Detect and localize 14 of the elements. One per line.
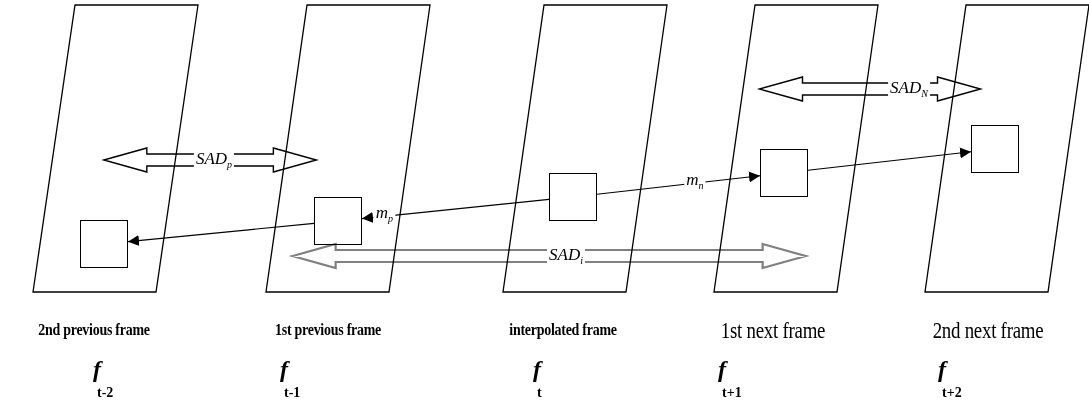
pixel-block xyxy=(760,149,808,197)
frame-caption: 1st previous frame xyxy=(275,320,381,340)
pixel-block xyxy=(314,197,362,245)
frame-caption: interpolated frame xyxy=(509,320,617,340)
pixel-block xyxy=(80,220,128,268)
frame-caption: 2nd next frame xyxy=(932,318,1044,344)
frame-caption: 2nd previous frame xyxy=(38,320,150,340)
hollow-double-arrow xyxy=(288,242,810,270)
pixel-block xyxy=(549,173,597,221)
frame-caption: 1st next frame xyxy=(720,318,826,344)
motion-vector-arrow xyxy=(127,222,315,247)
pixel-block xyxy=(971,125,1019,173)
motion-vector-arrow xyxy=(807,147,972,171)
motion-vector-arrow xyxy=(361,198,550,223)
